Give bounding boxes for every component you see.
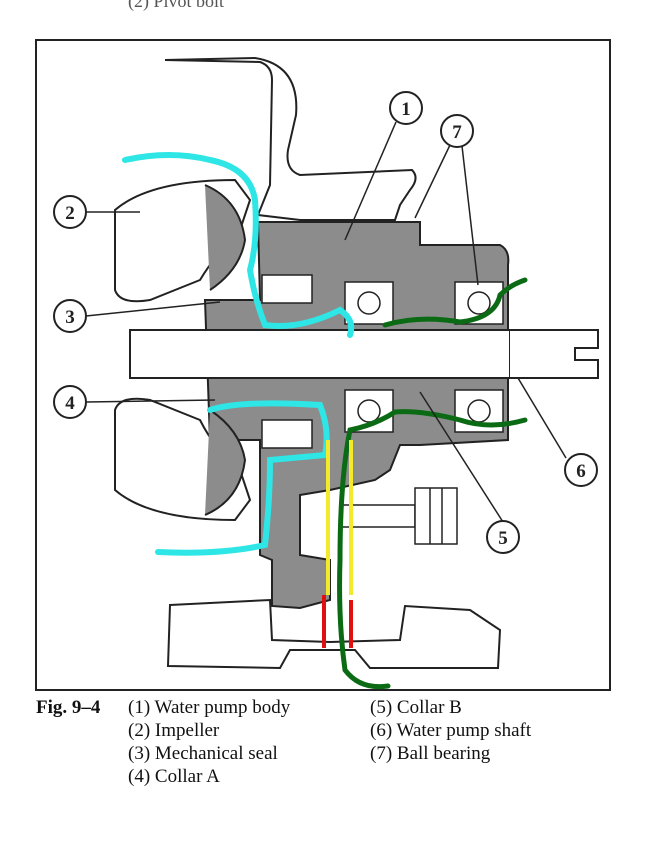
callout-1-label: 1 (401, 99, 411, 120)
caption-right-column: (5) Collar B (6) Water pump shaft (7) Ba… (370, 696, 531, 765)
water-pump-diagram: 1 2 3 4 5 6 7 (35, 39, 611, 691)
impeller-hub-upper (204, 184, 247, 291)
callout-4: 4 (53, 385, 87, 419)
ball-bearings (344, 281, 504, 433)
cut-header-strip: (2) Pivot bolt (0, 0, 650, 12)
housing-foot (166, 598, 502, 670)
caption-item: (6) Water pump shaft (370, 720, 532, 741)
callout-3: 3 (53, 299, 87, 333)
green-highlight-lower (337, 409, 528, 690)
cut-header-text: (2) Pivot bolt (128, 0, 225, 11)
shaft-end (510, 329, 599, 379)
impeller-hub-lower (204, 409, 247, 516)
callout-3-label: 3 (65, 307, 75, 328)
figure-label: Fig. 9–4 (36, 697, 101, 718)
figure-frame (35, 39, 611, 691)
caption-item: (5) Collar B (370, 697, 462, 718)
cyan-highlight-upper (122, 152, 355, 338)
leader-lines (85, 121, 567, 523)
callout-2: 2 (53, 195, 87, 229)
callout-6: 6 (564, 453, 598, 487)
cyan-highlight-lower (155, 400, 330, 556)
seal-spring-lower (261, 419, 313, 449)
callout-1: 1 (389, 91, 423, 125)
callout-5-label: 5 (498, 528, 508, 549)
mounting-bolt (339, 487, 458, 545)
green-highlight-upper (382, 277, 528, 328)
callout-7-label: 7 (452, 122, 462, 143)
callout-4-label: 4 (65, 393, 75, 414)
callout-7: 7 (440, 114, 474, 148)
seal-spring-upper (261, 274, 313, 304)
pump-shaft (129, 329, 511, 379)
housing-upper-outline (164, 56, 417, 221)
caption-item: (4) Collar A (128, 766, 220, 787)
callout-5: 5 (486, 520, 520, 554)
caption-item: (7) Ball bearing (370, 743, 491, 764)
caption-item: (1) Water pump body (128, 697, 291, 718)
callout-2-label: 2 (65, 203, 75, 224)
caption-item: (3) Mechanical seal (128, 743, 278, 764)
callout-6-label: 6 (576, 461, 586, 482)
caption-item: (2) Impeller (128, 720, 220, 741)
caption-left-column: (1) Water pump body (2) Impeller (3) Mec… (128, 696, 290, 788)
